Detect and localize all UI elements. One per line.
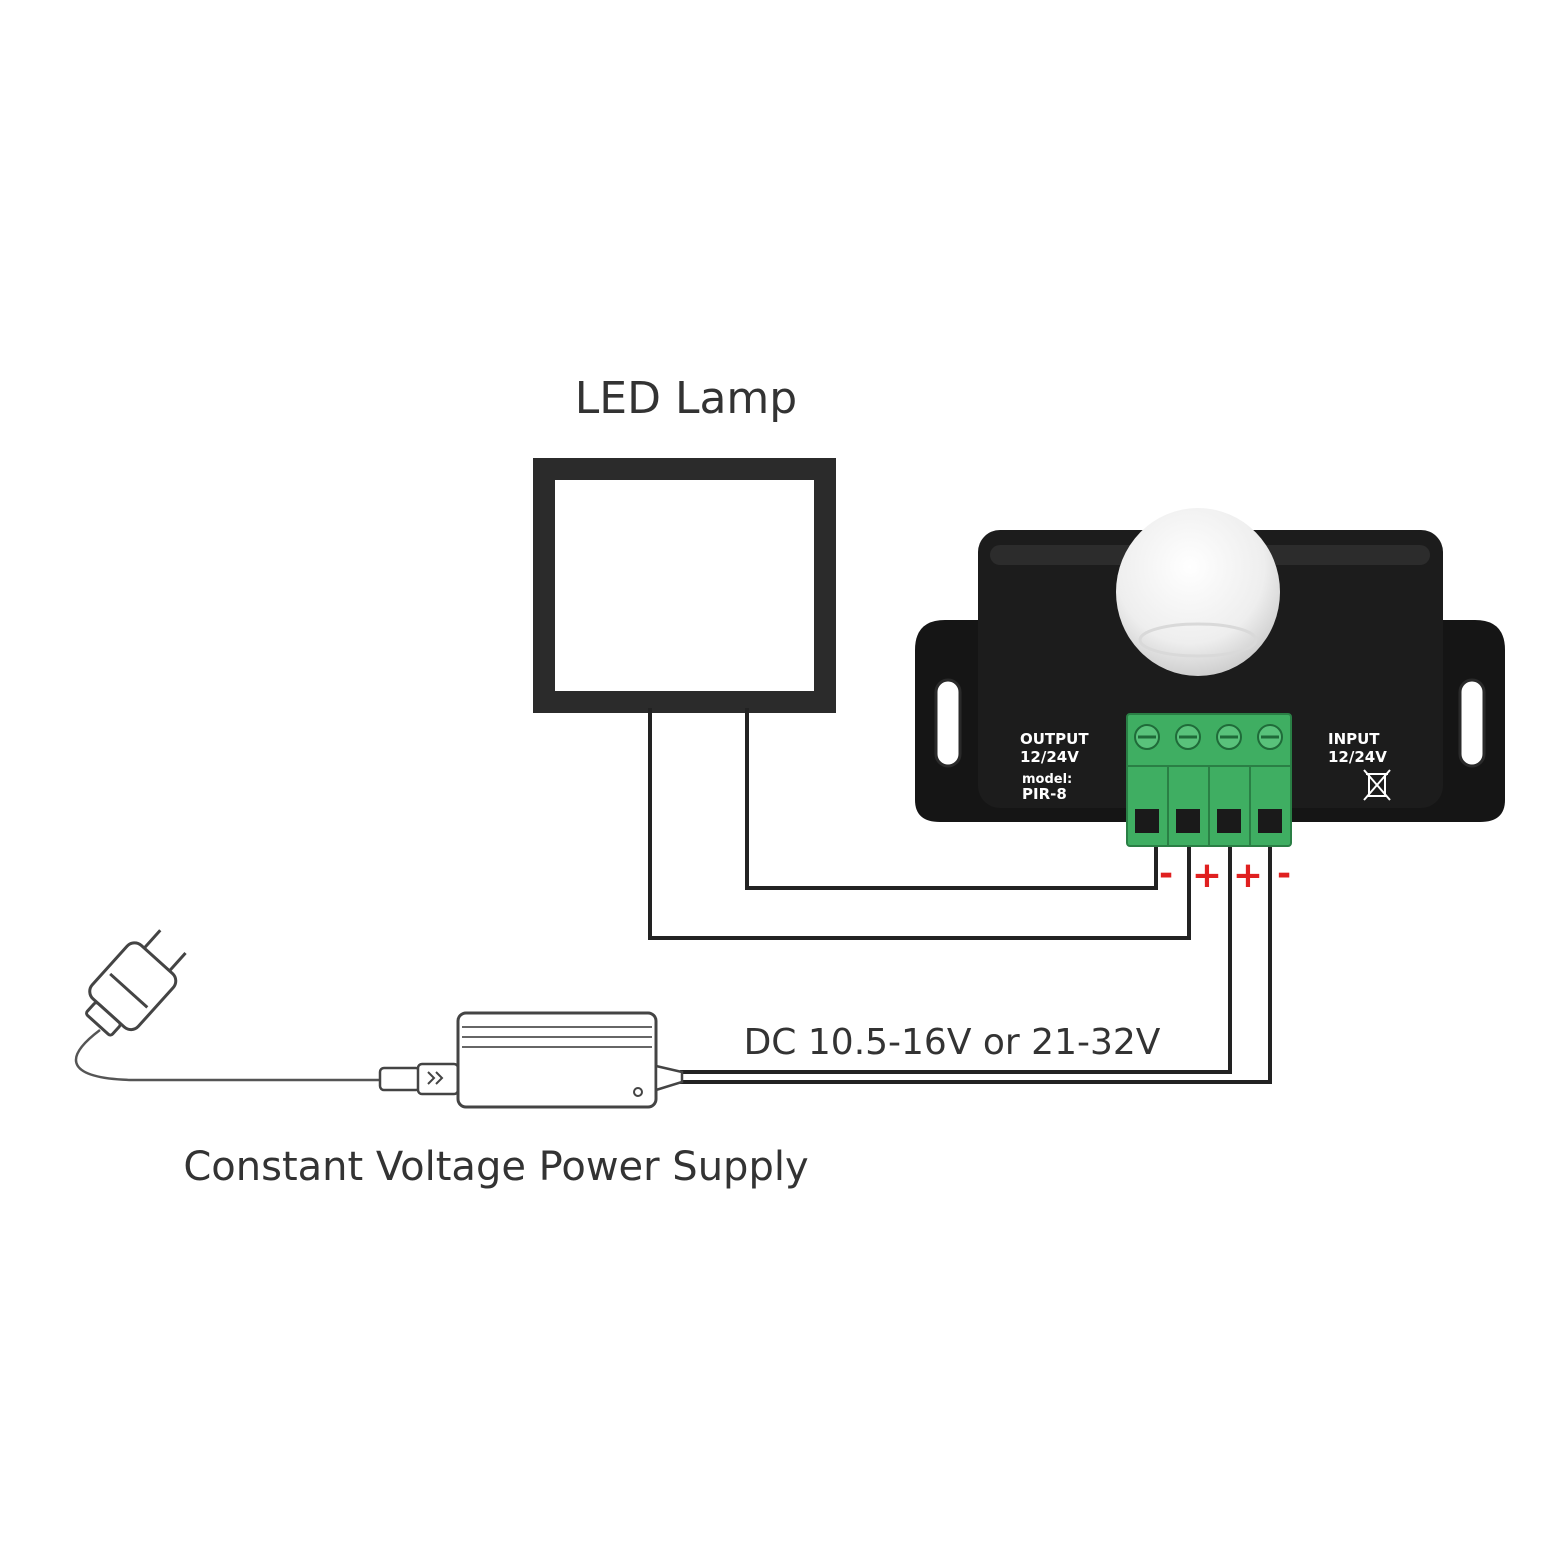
- lamp-wire-negative: [745, 708, 1158, 890]
- terminal-slots: [1135, 809, 1282, 833]
- pir-dome: [1116, 508, 1280, 676]
- mount-slot-left: [934, 678, 962, 768]
- polarity-marker-3: +: [1233, 855, 1263, 896]
- power-adapter-icon: [378, 1011, 684, 1109]
- polarity-marker-1: -: [1159, 854, 1173, 894]
- pir-sensor-icon: OUTPUT 12/24V model: PIR-8 INPUT 12/24V: [915, 508, 1505, 822]
- lamp-wire-positive: [648, 708, 1191, 940]
- power-supply-label: Constant Voltage Power Supply: [183, 1144, 808, 1190]
- led-lamp-box: [533, 458, 836, 713]
- mount-slot-right: [1458, 678, 1486, 768]
- model-name: PIR-8: [1022, 785, 1067, 803]
- input-voltage: 12/24V: [1328, 748, 1387, 766]
- polarity-marker-4: -: [1277, 854, 1291, 894]
- model-label: model:: [1022, 772, 1072, 787]
- input-wire-positive: [680, 840, 1232, 1074]
- recycle-bin-icon: [1363, 769, 1391, 801]
- plug-icon: [85, 929, 187, 1037]
- output-label: OUTPUT: [1020, 730, 1089, 748]
- input-label: INPUT: [1328, 730, 1380, 748]
- plug-cable: [74, 1029, 380, 1082]
- input-wire-negative: [680, 840, 1272, 1084]
- terminal-screws: [1134, 724, 1283, 750]
- lamp-label: LED Lamp: [575, 373, 797, 424]
- output-voltage: 12/24V: [1020, 748, 1079, 766]
- voltage-label: DC 10.5-16V or 21-32V: [744, 1022, 1161, 1063]
- polarity-marker-2: +: [1192, 855, 1222, 896]
- terminal-block-icon: [1126, 713, 1292, 847]
